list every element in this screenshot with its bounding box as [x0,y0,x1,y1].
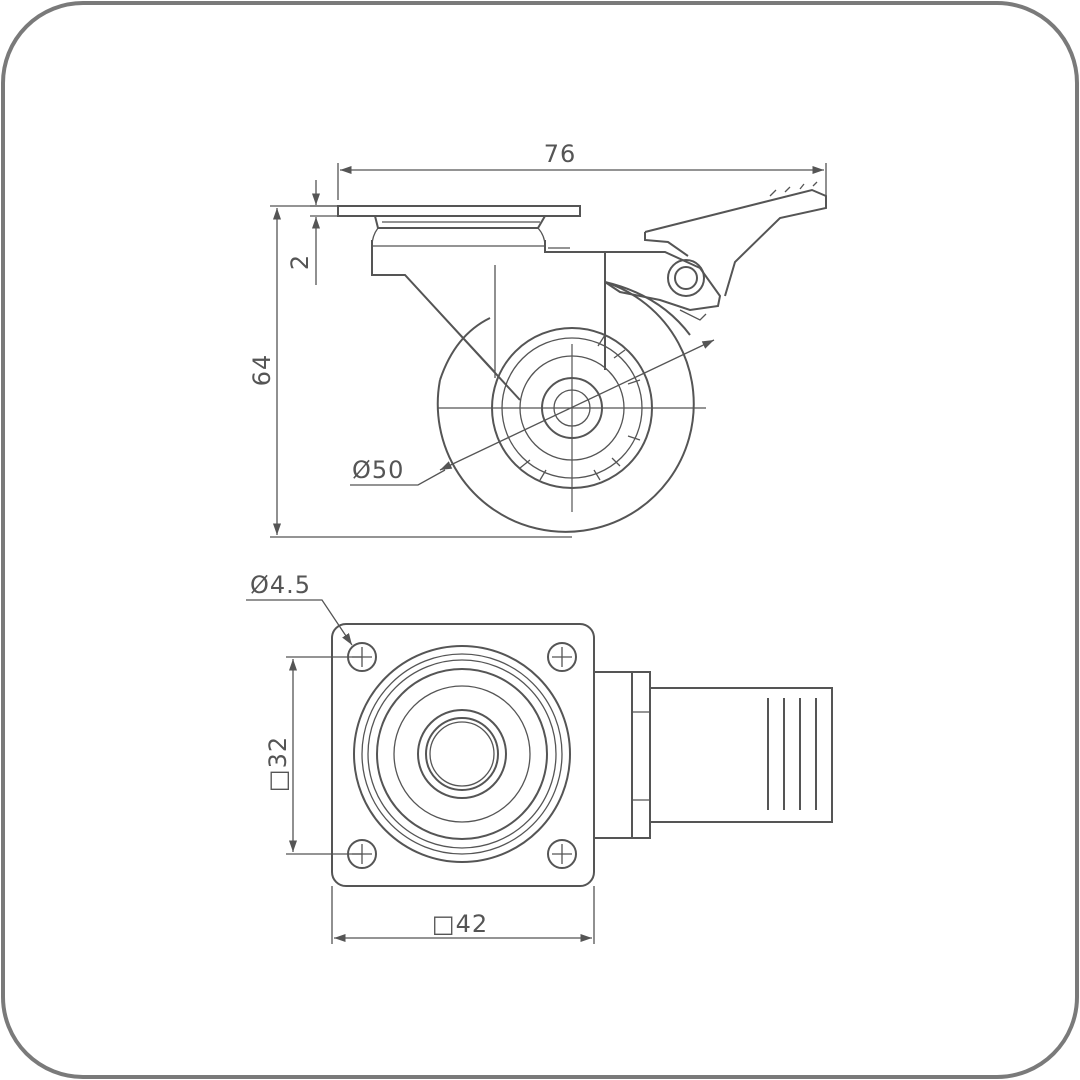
wheel [436,281,695,533]
side-centerlines [438,344,706,512]
dim-label-sq42: □42 [432,910,488,938]
top-view: Ø4.5 □32 □42 [246,571,833,944]
mounting-holes [347,642,577,869]
dim-label-64: 64 [248,354,276,387]
dim-label-d50: Ø50 [352,456,404,484]
fork [371,240,606,401]
side-view: 76 2 64 Ø50 [248,140,827,538]
mounting-plate-side [337,205,581,247]
mounting-plate-top [331,623,595,887]
dim-plate-size: □42 [331,886,595,944]
swivel-rings [353,645,571,863]
dim-label-d4-5: Ø4.5 [250,571,311,599]
dim-plate-thickness: 2 [286,180,338,285]
dim-hole-spacing: □32 [264,656,362,855]
brake-lever [604,181,827,321]
dim-label-2: 2 [286,254,314,270]
dim-label-76: 76 [544,140,577,168]
brake-pedal-top [594,671,833,839]
dim-overall-height: 64 [248,205,572,538]
dim-hole-diameter: Ø4.5 [246,571,353,646]
dim-label-sq32: □32 [264,736,292,792]
dim-overall-width: 76 [337,140,827,200]
dim-wheel-diameter: Ø50 [350,339,715,486]
